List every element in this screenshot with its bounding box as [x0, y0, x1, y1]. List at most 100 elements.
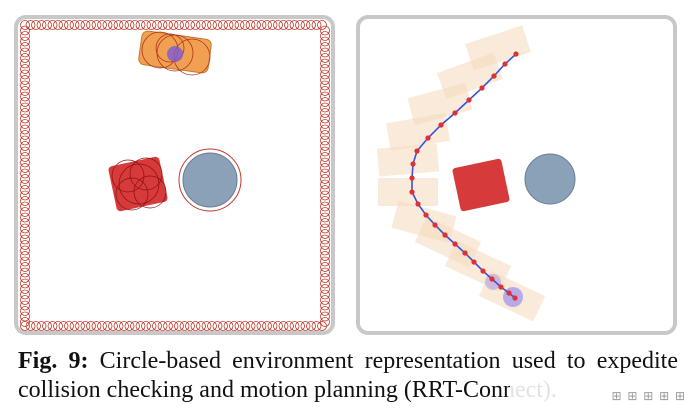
wall-circle [47, 20, 58, 30]
ghost-robot-pose [378, 178, 438, 206]
wall-circle [218, 20, 228, 30]
path-node [438, 122, 444, 128]
wall-circle [20, 284, 30, 294]
wall-circle [320, 113, 330, 124]
path-node [498, 284, 504, 290]
wall-circle [273, 20, 283, 30]
wall-circle [320, 80, 330, 91]
red-box-with-circles [108, 156, 168, 212]
path-node [471, 259, 477, 265]
wall-circle [20, 223, 30, 234]
wall-circle [20, 251, 30, 261]
wall-circle [201, 20, 212, 30]
wall-circle [20, 273, 30, 283]
wall-circle [64, 20, 74, 30]
wall-circle [31, 321, 41, 331]
path-node [489, 276, 495, 282]
wall-circle [207, 321, 217, 331]
wall-circle [75, 20, 85, 30]
wall-circle [262, 20, 272, 30]
ghost-robot-pose [407, 82, 473, 126]
wall-circle [320, 229, 330, 239]
wall-circle [119, 20, 129, 30]
wall-circle [320, 207, 330, 217]
wall-circle [20, 289, 30, 300]
wall-circle [20, 179, 30, 190]
wall-circle [119, 321, 129, 331]
ghost-robot-pose [376, 143, 440, 177]
wall-circle [320, 130, 330, 140]
wall-circle [20, 58, 30, 69]
wall-circle [229, 321, 239, 331]
wall-circle [20, 135, 30, 146]
wall-circle [320, 124, 330, 135]
wall-circle [157, 20, 168, 30]
wall-circle [185, 20, 195, 30]
wall-circle [20, 174, 30, 184]
wall-circle [190, 321, 201, 331]
wall-circle [320, 146, 330, 157]
wall-circle [58, 321, 69, 331]
path-node [513, 51, 519, 57]
wall-circle [320, 168, 330, 179]
wall-circle [20, 196, 30, 206]
figure-9-panels [14, 15, 677, 335]
wall-circle [97, 20, 107, 30]
wall-circle [245, 321, 256, 331]
wall-circle [295, 20, 305, 30]
wall-circle [320, 91, 330, 102]
path-node [466, 97, 472, 103]
path-node [452, 110, 458, 116]
path-node [409, 189, 415, 195]
wall-circle [130, 20, 140, 30]
left-panel-circle-representation [14, 15, 335, 335]
wall-circle [20, 97, 30, 107]
wall-circle [36, 20, 47, 30]
wall-circle [20, 102, 30, 113]
wall-circle [25, 20, 36, 30]
wall-circle [20, 207, 30, 217]
wall-circle [320, 25, 330, 36]
wall-circle [20, 130, 30, 140]
wall-circle [141, 20, 151, 30]
wall-circle [240, 20, 250, 30]
path-node [414, 148, 420, 154]
wall-circle [273, 321, 283, 331]
box-collision-circle [133, 175, 167, 209]
wall-circle [20, 31, 30, 41]
wall-circle [157, 321, 168, 331]
wall-circle [262, 321, 272, 331]
wall-circle [20, 69, 30, 80]
wall-circle [20, 86, 30, 96]
wall-circle [320, 42, 330, 52]
wall-circle [196, 20, 206, 30]
wall-circle [20, 53, 30, 63]
wall-circle [251, 321, 261, 331]
box-collision-circle [111, 159, 145, 193]
wall-circle [102, 20, 113, 30]
wall-circle [320, 256, 330, 267]
figure-caption-line-1: Fig. 9: Circle-based environment represe… [18, 347, 678, 375]
box-collision-circle [118, 163, 160, 205]
boundary-wall-circles [20, 20, 330, 331]
wall-circle [278, 20, 289, 30]
wall-circle [229, 20, 239, 30]
wall-circle [113, 20, 124, 30]
wall-circle [320, 119, 330, 129]
wall-circle [284, 20, 294, 30]
wall-circle [20, 201, 30, 212]
wall-circle [108, 20, 118, 30]
wall-circle [320, 284, 330, 294]
wall-circle [320, 190, 330, 201]
wall-circle [218, 321, 228, 331]
wall-circle [20, 36, 30, 47]
wall-circle [152, 20, 162, 30]
caption-label: Fig. 9: [18, 348, 89, 374]
wall-circle [91, 20, 102, 30]
ghost-robot-trajectory [376, 25, 546, 322]
wall-circle [124, 321, 135, 331]
robot-collision-circle [155, 33, 185, 63]
wall-circle [124, 20, 135, 30]
wall-circle [320, 75, 330, 85]
wall-circle [320, 311, 330, 322]
